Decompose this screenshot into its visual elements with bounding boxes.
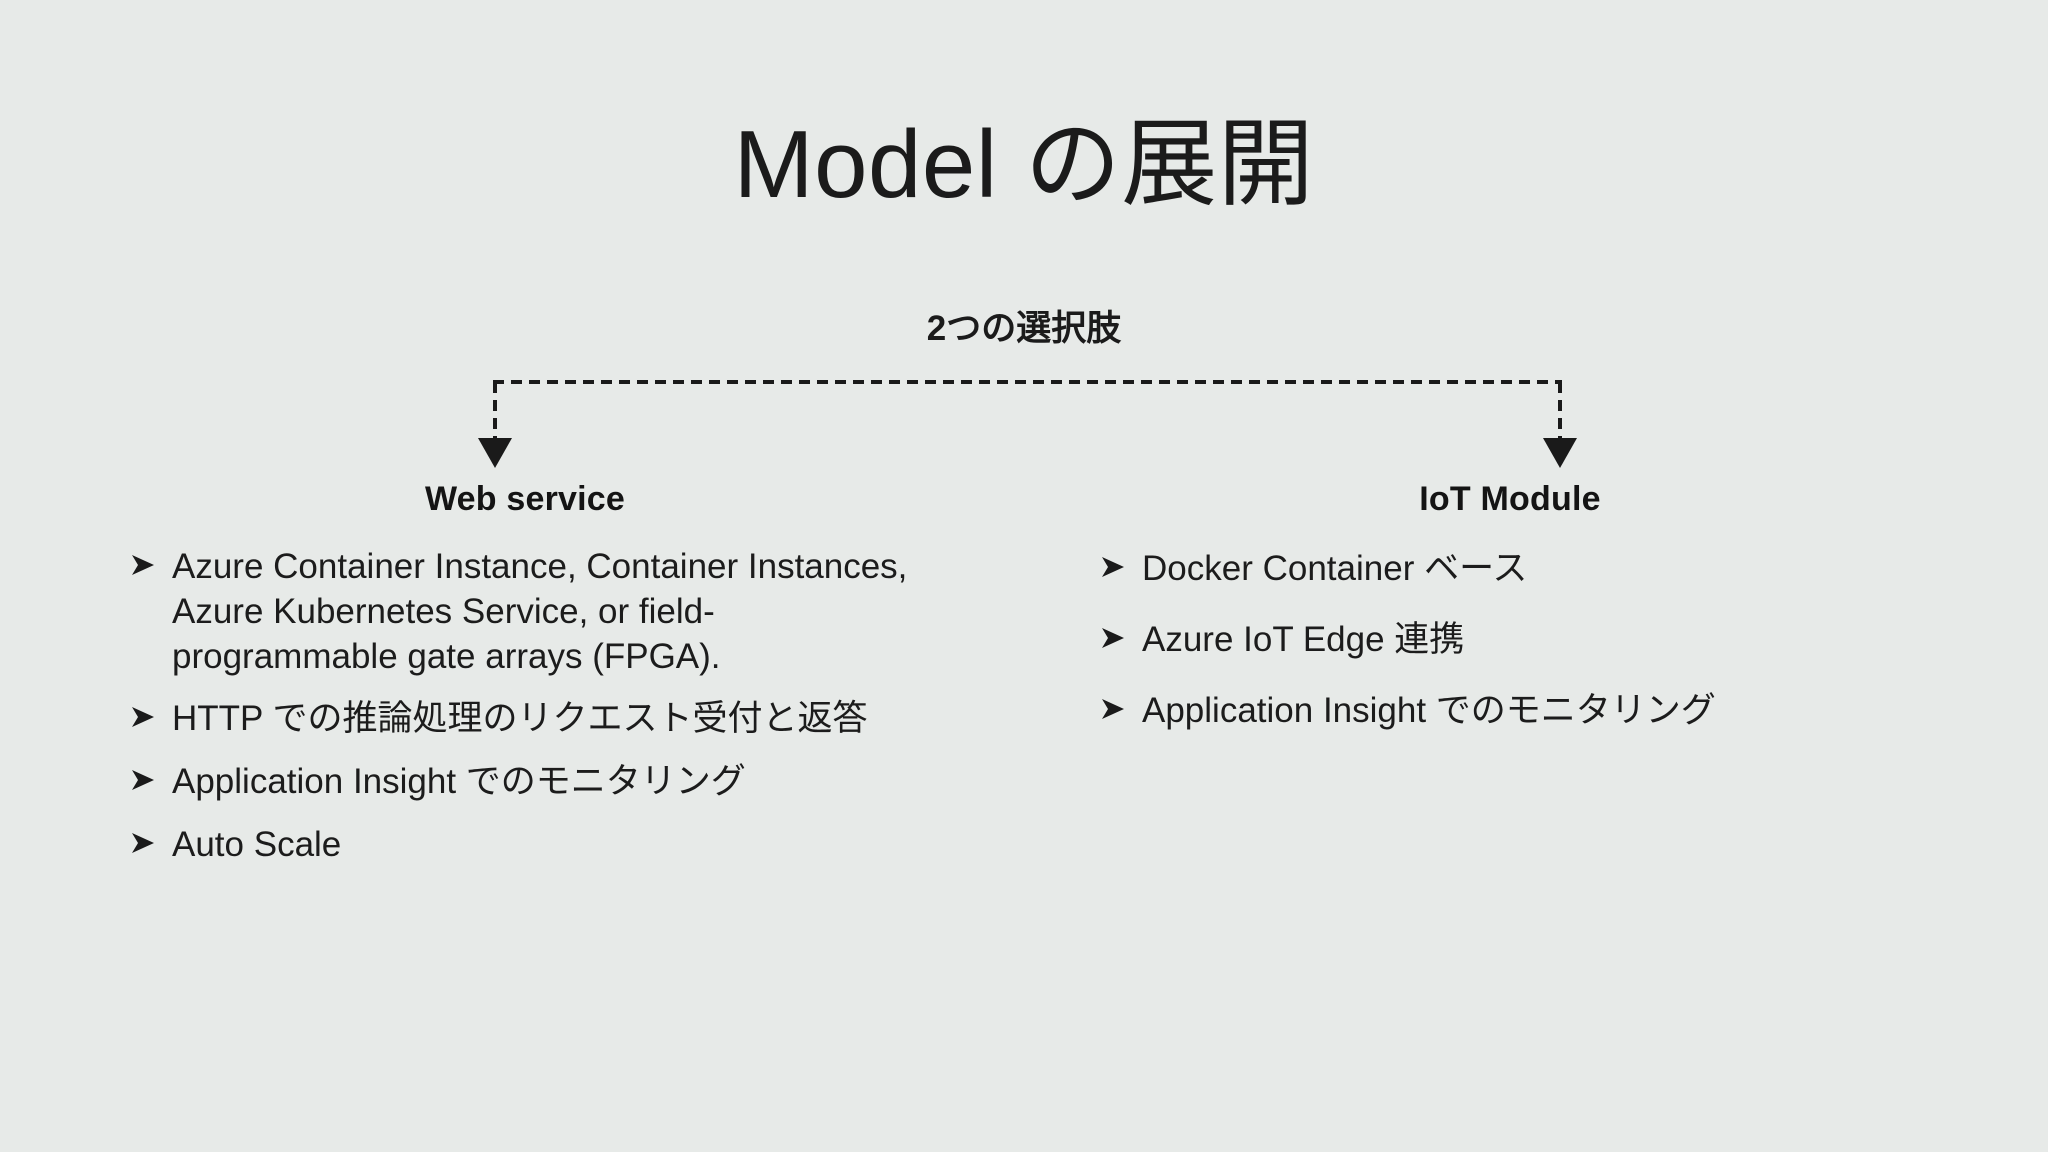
list-item: Azure Container Instance, Container Inst… [120, 545, 930, 679]
right-arrowhead-icon [1543, 438, 1577, 468]
arrowhead-bullet-icon [132, 707, 154, 728]
column-iot-module: IoT Module Docker Container ベース Azure Io… [1060, 480, 1960, 759]
list-item-text: Azure IoT Edge 連携 [1142, 619, 1465, 659]
arrowhead-bullet-icon [132, 832, 154, 853]
split-bracket-connector [478, 380, 1577, 468]
arrowhead-bullet-icon [132, 555, 154, 575]
bullet-list-iot-module: Docker Container ベース Azure IoT Edge 連携 A… [1090, 547, 1960, 733]
bullet-list-web-service: Azure Container Instance, Container Inst… [120, 545, 930, 868]
branch-label: 2つの選択肢 [926, 309, 1122, 348]
list-item: Application Insight でのモニタリング [120, 760, 930, 805]
arrowhead-bullet-icon [1102, 698, 1124, 719]
list-item-text: Docker Container ベース [1142, 549, 1528, 588]
list-item-text: Application Insight でのモニタリング [1142, 690, 1716, 730]
list-item: Azure IoT Edge 連携 [1090, 618, 1960, 663]
slide-title: Model の展開 [733, 111, 1315, 219]
list-item-text: Auto Scale [172, 824, 342, 864]
column-web-service: Web service Azure Container Instance, Co… [60, 480, 930, 886]
arrowhead-bullet-icon [1102, 557, 1124, 577]
column-heading-iot-module: IoT Module [1419, 480, 1601, 518]
list-item-text: Azure Container Instance, Container Inst… [172, 547, 908, 676]
list-item: Docker Container ベース [1090, 547, 1960, 592]
column-heading-web-service: Web service [424, 480, 626, 518]
list-item: Application Insight でのモニタリング [1090, 689, 1960, 734]
list-item-text: Application Insight でのモニタリング [172, 762, 746, 802]
arrowhead-bullet-icon [132, 770, 154, 791]
list-item-text: HTTP での推論処理のリクエスト受付と返答 [172, 699, 868, 739]
left-arrowhead-icon [478, 438, 512, 468]
list-item: Auto Scale [120, 823, 930, 868]
list-item: HTTP での推論処理のリクエスト受付と返答 [120, 697, 930, 742]
arrowhead-bullet-icon [1102, 627, 1124, 648]
